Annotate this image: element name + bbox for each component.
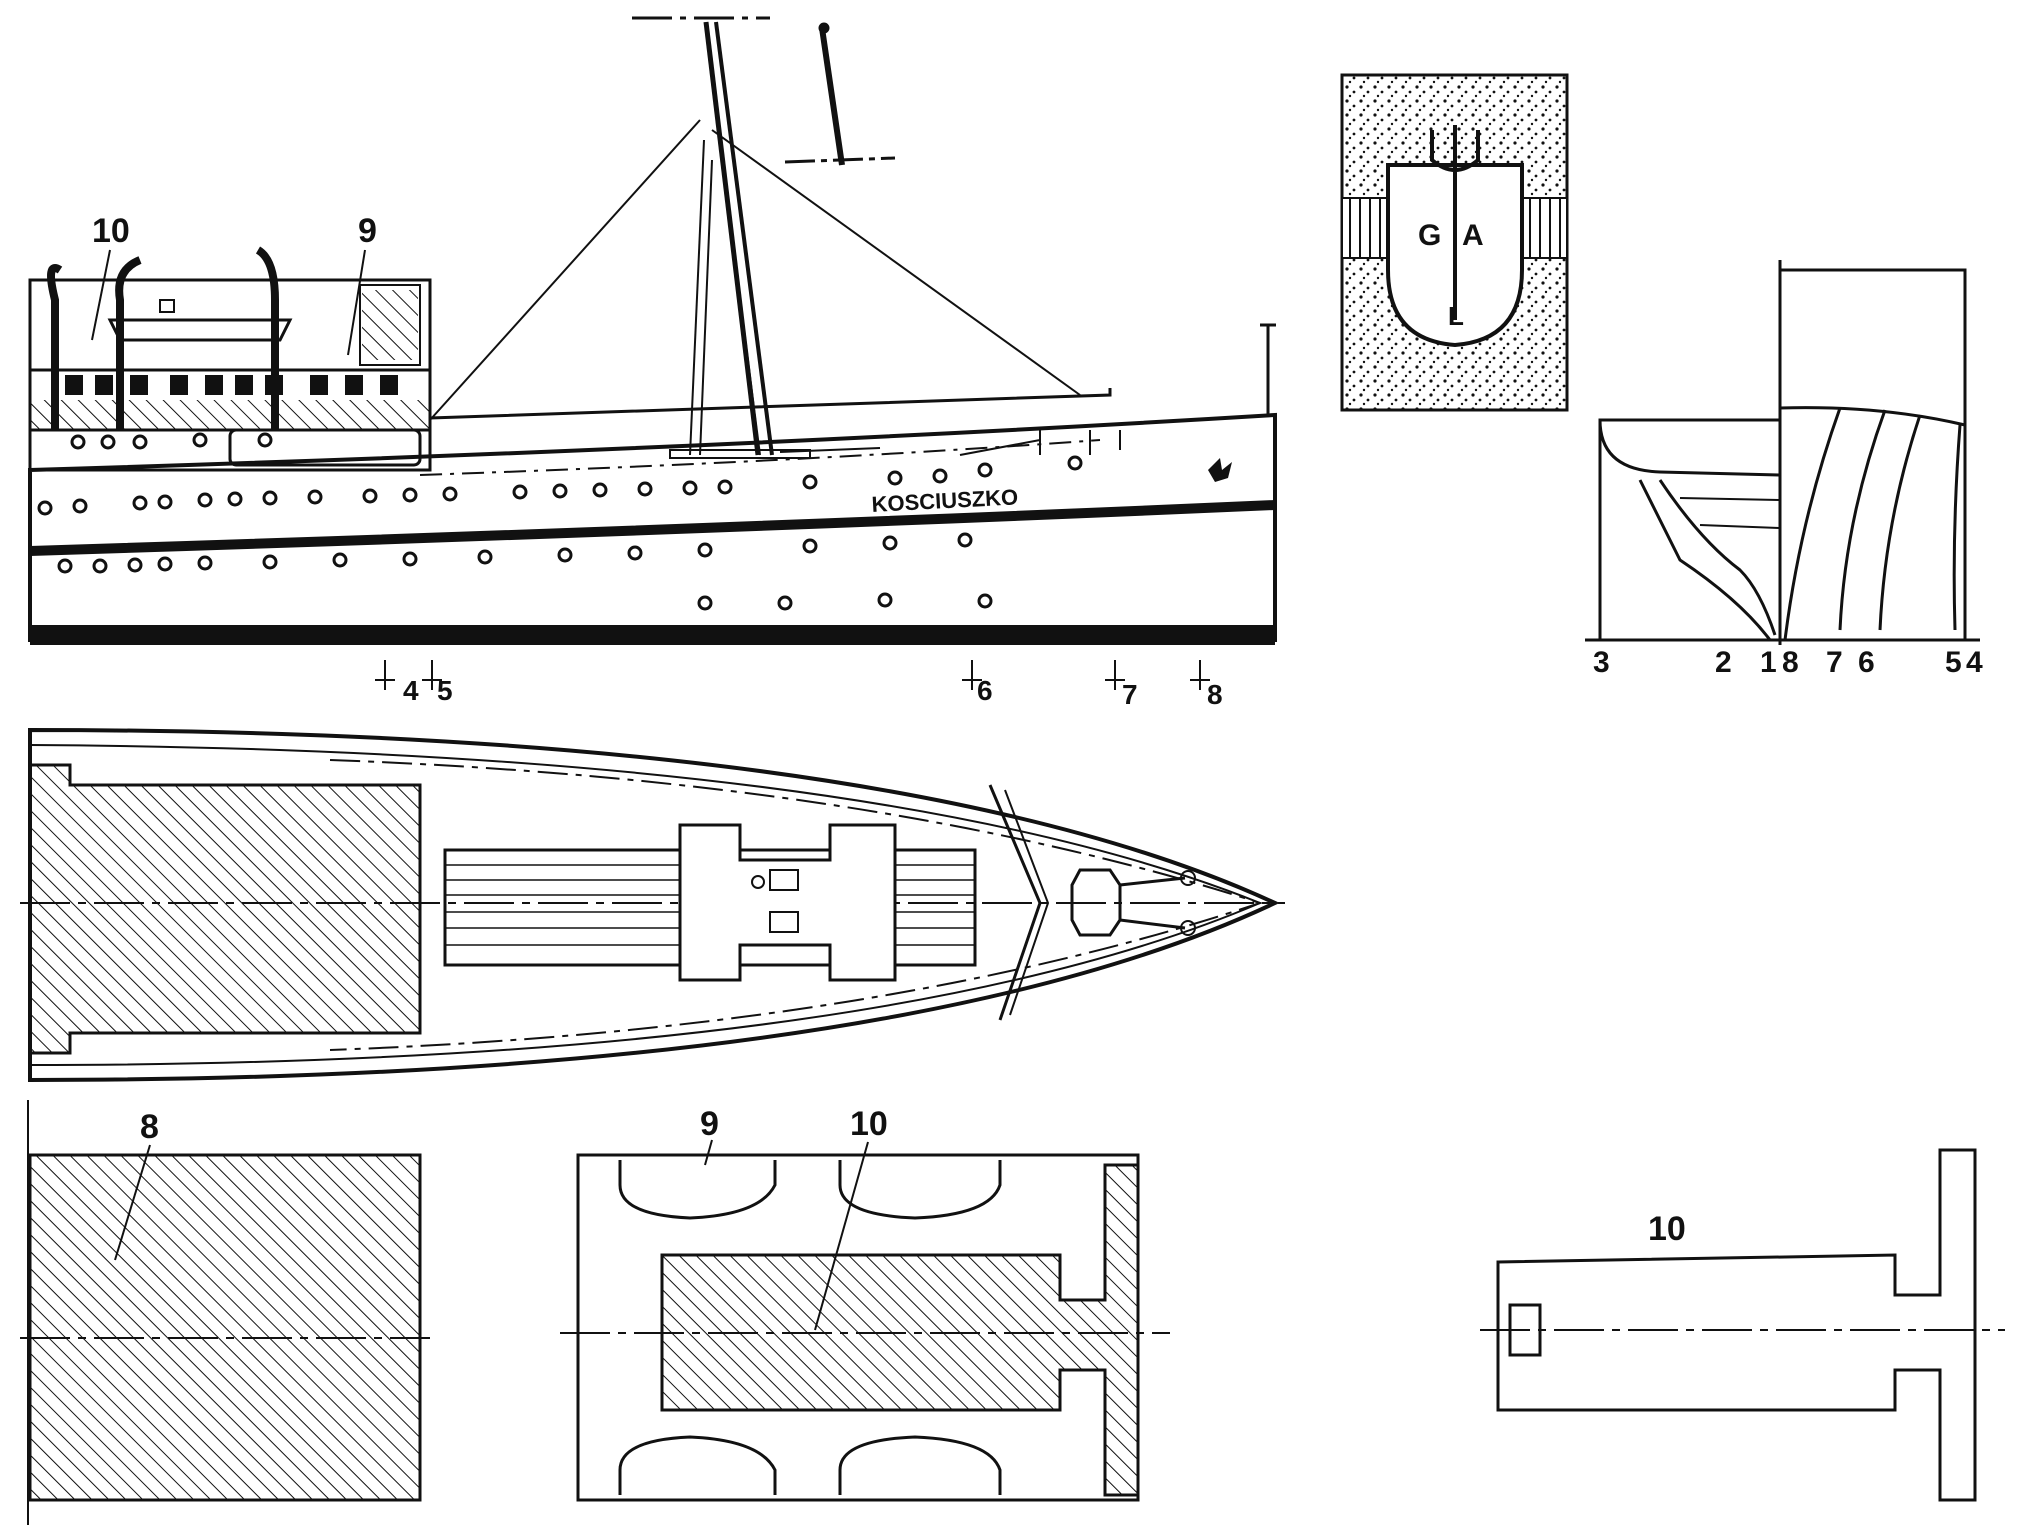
body-label-3: 3 (1593, 646, 1610, 679)
label-side-10: 10 (92, 212, 130, 250)
hull-stripe (30, 500, 1275, 556)
section-markers (375, 660, 1210, 690)
label-side-9: 9 (358, 212, 377, 250)
label-plan-8: 8 (140, 1108, 159, 1146)
frame-8 (1783, 407, 1842, 641)
body-plan-deck (1779, 406, 1966, 427)
body-label-4: 4 (1966, 646, 1983, 679)
frame-6 (1878, 414, 1922, 631)
body-plan-right-frame (1780, 268, 1967, 642)
frame-7 (1838, 409, 1887, 631)
winch-drum (751, 875, 765, 889)
stern-deck (1598, 419, 1781, 477)
davit-3 (255, 246, 279, 430)
breakwater-inner (1004, 789, 1050, 1016)
section-5: 5 (437, 675, 453, 706)
body-label-2: 2 (1715, 646, 1732, 679)
lifeboat-2 (838, 1160, 1002, 1220)
portholes-upper-row (37, 455, 1083, 516)
lifeboat-4 (838, 1435, 1002, 1495)
section-6: 6 (977, 675, 993, 706)
bow-ornament (1208, 458, 1232, 482)
trident-icon (1430, 125, 1480, 320)
plan-8-block (28, 1153, 422, 1502)
emblem-g: G (1418, 219, 1441, 252)
windlass (1070, 868, 1122, 937)
deck-fittings (779, 430, 1121, 456)
hawse-1 (1180, 870, 1196, 886)
deck-plan (20, 727, 1285, 1083)
body-plan: 3 2 1 8 7 6 5 4 (1585, 260, 1983, 679)
funnel-house (359, 284, 421, 366)
superstructure-upper (28, 278, 432, 372)
body-label-7: 7 (1826, 646, 1843, 679)
body-label-1: 1 (1760, 646, 1777, 679)
funnel-house-hatch (362, 290, 418, 360)
detail-10: 10 (1480, 1148, 2005, 1502)
lifeboat-1 (618, 1160, 777, 1220)
deck-line (419, 439, 1101, 476)
section-8: 8 (1207, 679, 1223, 710)
frame-1 (1679, 497, 1781, 529)
side-elevation: 10 9 KOSCIUSZKO 4 5 6 7 8 (28, 16, 1277, 710)
winch-box-2 (769, 911, 799, 933)
plan-8: 8 (20, 1100, 430, 1525)
label-plan-9: 9 (700, 1105, 719, 1143)
hull-outline (28, 412, 1277, 642)
deck-plan-dashed (329, 759, 1264, 1051)
leader-side-9 (347, 249, 366, 356)
frame-2 (1638, 479, 1772, 641)
leader-side-10 (91, 249, 111, 341)
superstructure-hatched-band (30, 400, 430, 430)
hawse-2 (1180, 920, 1196, 936)
leader-plan-8 (114, 1144, 151, 1261)
detail-10-outline (1496, 1148, 1977, 1502)
plan-superstructure (28, 763, 422, 1055)
deck-plan-outline (28, 727, 1280, 1083)
vent-box (159, 299, 175, 313)
portholes-lower-row (57, 532, 993, 611)
davit-1 (47, 264, 63, 430)
frame-5 (1952, 424, 1962, 631)
keel-band (30, 625, 1275, 645)
label-detail-10: 10 (1648, 1210, 1686, 1248)
foremast (429, 16, 1112, 459)
emblem-a: A (1462, 219, 1484, 252)
section-7: 7 (1122, 679, 1138, 710)
upper-windows (65, 375, 398, 395)
emblem-band-lines (1349, 198, 1561, 258)
body-label-5: 5 (1945, 646, 1962, 679)
lifeboat-side (107, 318, 293, 342)
leader-plan-10 (814, 1141, 869, 1331)
section-4: 4 (403, 675, 419, 706)
plan-9-10: 9 10 (560, 1105, 1170, 1502)
body-label-6: 6 (1858, 646, 1875, 679)
chain-2 (1119, 918, 1186, 930)
stern-deckhouse (228, 428, 422, 467)
derrick-post (784, 22, 896, 166)
superstructure-portholes (70, 432, 273, 450)
body-label-8: 8 (1782, 646, 1799, 679)
lifeboat-3 (618, 1435, 777, 1495)
winch-house (678, 823, 897, 982)
breakwater (988, 784, 1042, 1021)
label-plan-10: 10 (850, 1105, 888, 1143)
leader-plan-9 (704, 1139, 713, 1166)
body-plan-left-frame (1598, 418, 1780, 642)
davit-2 (115, 256, 142, 430)
frame-2-inner (1658, 479, 1777, 636)
chain-1 (1119, 876, 1186, 887)
winch-box-1 (769, 869, 799, 891)
plan-10-block (660, 1163, 1140, 1497)
emblem-l: L (1448, 301, 1464, 331)
gal-emblem: G A L (1340, 73, 1569, 412)
